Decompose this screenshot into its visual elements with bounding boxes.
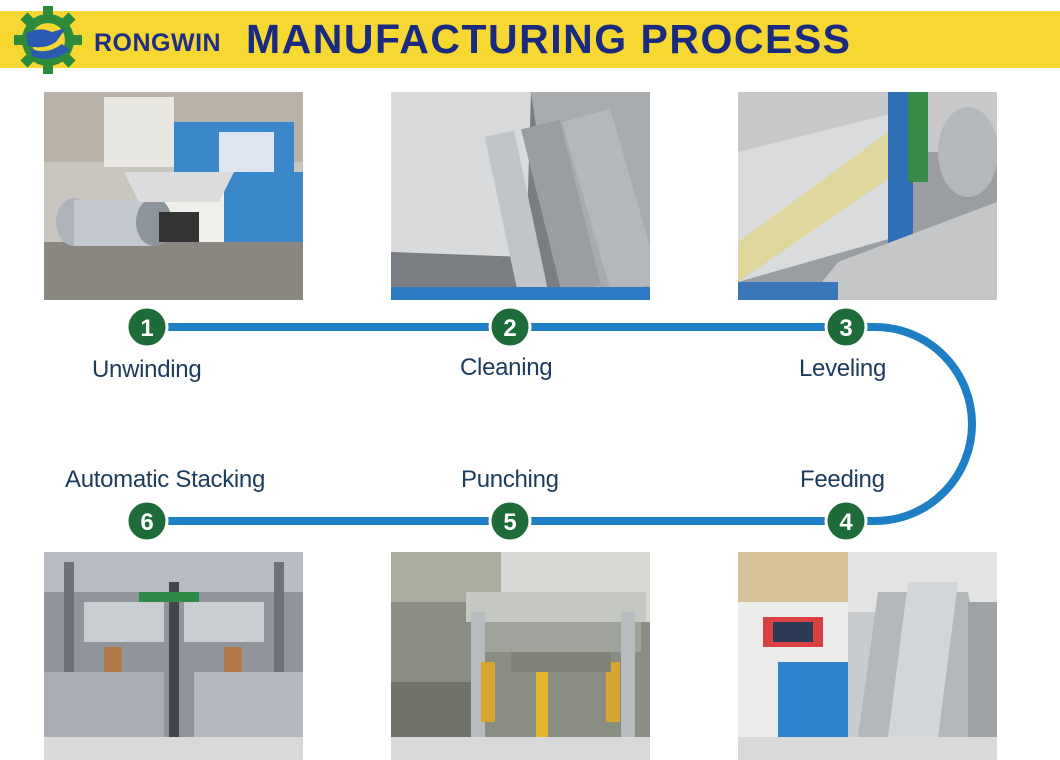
step-badge-5: 5 xyxy=(488,499,532,543)
photo-cleaning xyxy=(391,92,650,300)
step-label-automatic-stacking: Automatic Stacking xyxy=(65,466,266,493)
step-label-leveling: Leveling xyxy=(799,355,887,382)
step-label-unwinding: Unwinding xyxy=(92,356,202,383)
step-number-3: 3 xyxy=(839,315,852,342)
header: RONGWIN MANUFACTURING PROCESS xyxy=(0,0,1060,80)
photo-punching xyxy=(391,552,650,760)
step-badge-2: 2 xyxy=(488,305,532,349)
gear-logo-icon xyxy=(14,6,82,74)
photo-automatic-stacking xyxy=(44,552,303,760)
brand-name: RONGWIN xyxy=(94,29,222,57)
rongwin-logo: RONGWIN xyxy=(10,4,230,76)
flow-line xyxy=(143,323,977,525)
title-band xyxy=(0,11,1060,68)
photo-leveling xyxy=(738,92,997,300)
step-badge-1: 1 xyxy=(125,305,169,349)
step-number-5: 5 xyxy=(503,509,516,536)
step-label-feeding: Feeding xyxy=(800,466,885,493)
step-badge-4: 4 xyxy=(824,499,868,543)
process-flow: 1 2 3 4 5 6 xyxy=(125,305,977,543)
step-number-4: 4 xyxy=(839,509,853,536)
photo-unwinding xyxy=(44,92,303,300)
step-badge-6: 6 xyxy=(125,499,169,543)
step-label-cleaning: Cleaning xyxy=(460,354,553,381)
step-number-1: 1 xyxy=(140,315,153,342)
step-number-2: 2 xyxy=(503,315,516,342)
page-title: MANUFACTURING PROCESS xyxy=(246,16,852,62)
photo-feeding xyxy=(738,552,997,760)
step-badge-3: 3 xyxy=(824,305,868,349)
step-label-punching: Punching xyxy=(461,466,559,493)
step-number-6: 6 xyxy=(140,509,153,536)
